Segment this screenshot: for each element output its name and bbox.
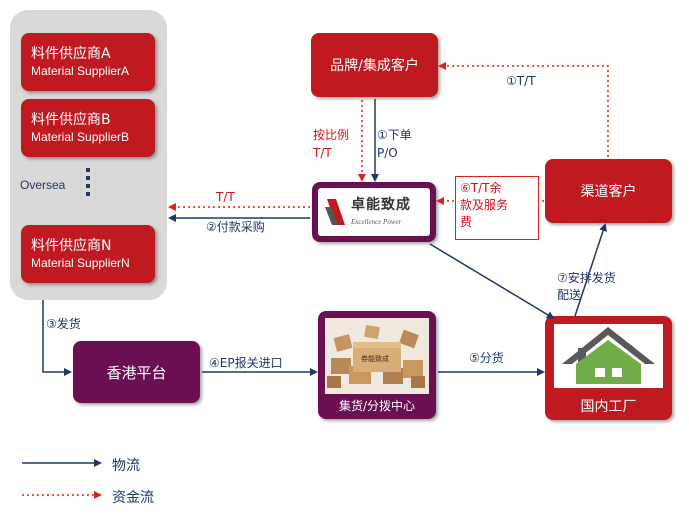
supplier-b-en: Material SupplierB: [31, 130, 130, 144]
po-label-2: P/O: [377, 146, 398, 160]
supplier-a-box: 料件供应商A Material SupplierA: [21, 33, 155, 91]
arrange-label-1: ⑦安排发货: [557, 271, 616, 285]
arrange-label-2: 配送: [557, 288, 582, 302]
supplier-n-en: Material SupplierN: [31, 256, 130, 270]
house-panel: [554, 324, 663, 388]
dist-label: ⑤分货: [469, 351, 504, 365]
legend-logistics-label: 物流: [112, 458, 140, 474]
ratio-label-1: 按比例: [313, 128, 350, 142]
balance-label-2: 款及服务: [460, 198, 509, 212]
tt-top-label: ①T/T: [506, 74, 536, 88]
supplier-b-cn: 料件供应商B: [31, 112, 111, 128]
oversea-label: Oversea: [20, 178, 66, 192]
logo-en: Excellence Power: [351, 218, 402, 226]
factory-box: 国内工厂: [545, 316, 672, 420]
factory-label: 国内工厂: [580, 399, 637, 415]
hub-label: 集货/分拨中心: [338, 399, 416, 413]
ratio-label-2: T/T: [313, 146, 332, 160]
supplier-a-en: Material SupplierA: [31, 64, 130, 78]
supplier-b-box: 料件供应商B Material SupplierB: [21, 99, 155, 157]
brand-customer-box: 品牌/集成客户: [311, 33, 438, 97]
channel-customer-box: 渠道客户: [545, 159, 672, 223]
pay-label: ②付款采购: [206, 220, 265, 234]
supplier-n-cn: 料件供应商N: [31, 238, 112, 254]
tt-top-line: [438, 62, 609, 157]
po-label-1: ①下单: [377, 128, 412, 142]
ship-label: ③发货: [46, 317, 81, 331]
house-icon: [562, 327, 655, 384]
boxes-image: 券能致成: [325, 318, 429, 394]
hk-platform-box: 香港平台: [73, 341, 200, 403]
legend-capital-label: 资金流: [112, 490, 154, 506]
cardboard-boxes-icon: [327, 324, 425, 388]
ep-factory-line: [429, 243, 555, 320]
ep-label: ④EP报关进口: [209, 356, 283, 370]
ellipsis-dots: [86, 168, 92, 196]
logo-cn: 卓能致成: [351, 197, 411, 213]
logo-panel: 卓能致成 Excellence Power: [318, 188, 430, 236]
balance-label-3: 费: [460, 215, 473, 229]
arrange-line: [574, 223, 607, 317]
hub-box: 券能致成 集货/分拨中心: [318, 311, 436, 419]
ep-logo-icon: [325, 199, 345, 225]
balance-label-box: ⑥T/T余 款及服务 费: [455, 176, 539, 240]
hub-sign: 券能致成: [361, 355, 389, 363]
excellence-power-box: 卓能致成 Excellence Power: [312, 182, 436, 242]
tt-left-label: T/T: [216, 190, 235, 204]
supplier-a-cn: 料件供应商A: [31, 46, 111, 62]
ship-line: [42, 300, 72, 376]
balance-label-1: ⑥T/T余: [460, 181, 502, 195]
supplier-n-box: 料件供应商N Material SupplierN: [21, 225, 155, 283]
